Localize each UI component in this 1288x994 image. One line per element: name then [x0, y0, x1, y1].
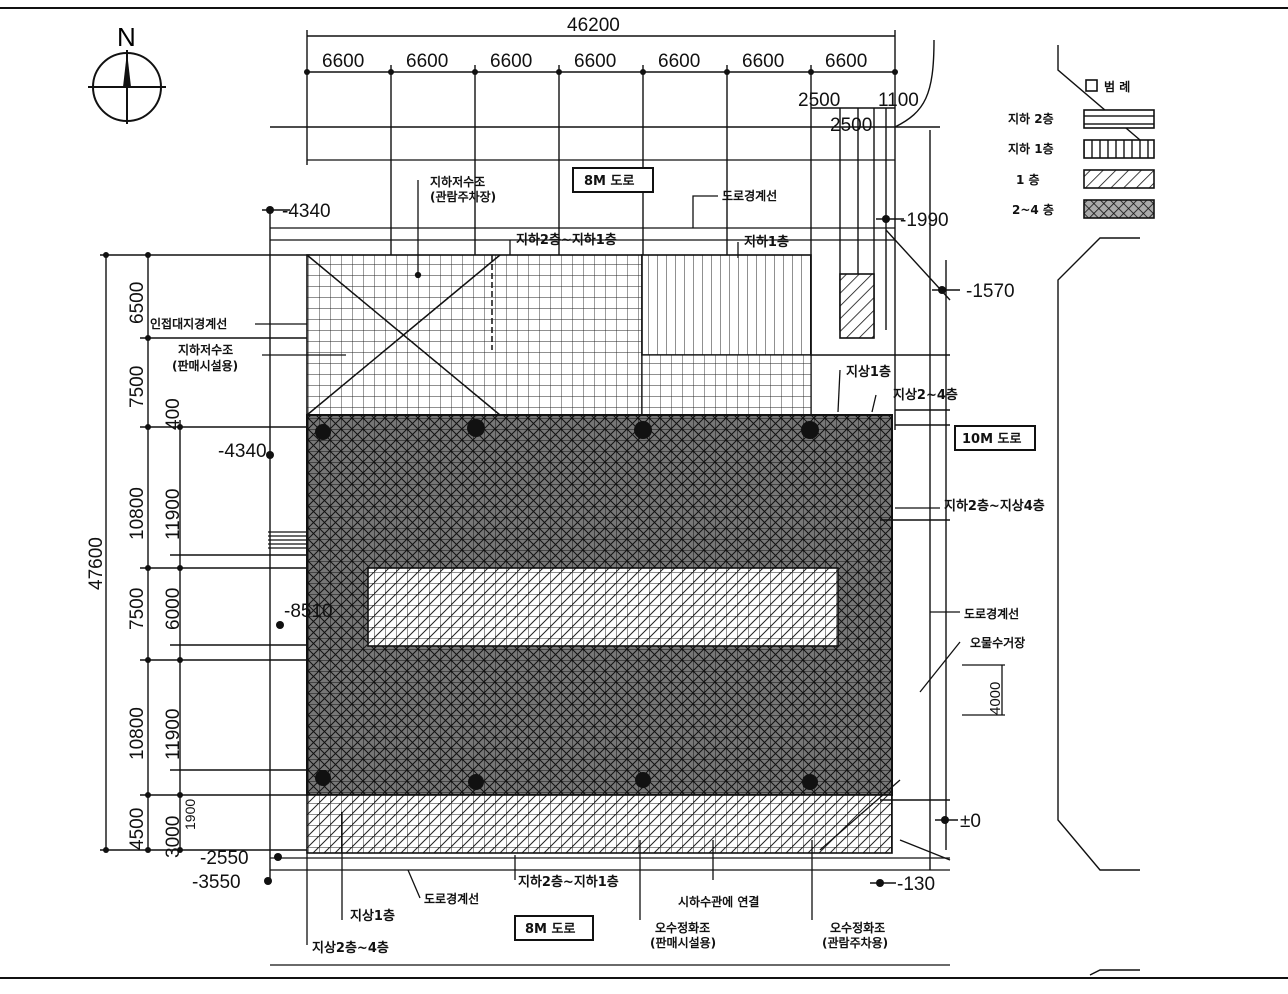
label-reservoir-top-sub: (관람주차장): [430, 189, 496, 204]
area-basement-upper-mid: [641, 354, 812, 416]
area-basement-2-upper: [306, 254, 643, 416]
legend-item-b2-label: 지하 2층: [1008, 111, 1054, 126]
level-right-b: -1570: [966, 281, 1015, 302]
legend-item-f1-label: 1 층: [1016, 172, 1040, 187]
dim-bay-1: 6600: [322, 51, 364, 72]
level-right-zero: ±0: [960, 811, 981, 832]
dim-left-outer-4: 7500: [127, 588, 148, 630]
reservoir-cross-b: [306, 254, 501, 416]
dim-left-inner-5: 1900: [182, 799, 198, 830]
label-adjacent-boundary: 인접대지경계선: [150, 316, 227, 331]
dim-bay-6: 6600: [742, 51, 784, 72]
area-inner-court: [367, 567, 839, 647]
dim-bay-5: 6600: [658, 51, 700, 72]
area-first-floor-block: [839, 273, 875, 339]
label-road-boundary-top: 도로경계선: [722, 188, 777, 203]
north-arrow: N: [88, 22, 166, 124]
north-letter: N: [117, 22, 136, 52]
top-dim-ticks: [304, 69, 898, 75]
level-right-top: -1990: [900, 210, 949, 231]
dim-bay-4: 6600: [574, 51, 616, 72]
label-septic-b-sub: (관람주차용): [822, 935, 888, 950]
left-dimension-chain: [100, 210, 310, 880]
bottom-road-lines: [270, 857, 950, 966]
legend-swatch-b2: [1083, 109, 1155, 129]
label-f2-4-bottom: 지상2층~4층: [312, 940, 389, 956]
dim-right-b: 1100: [878, 90, 919, 111]
dim-left-outer-5: 10800: [127, 707, 148, 760]
road-label-bottom: 8M 도로: [525, 922, 575, 937]
level-markers: [262, 206, 960, 887]
dim-left-outer-6: 4500: [127, 808, 148, 850]
level-bottom-a: -2550: [200, 848, 249, 869]
column-markers: [315, 419, 819, 790]
road-label-right: 10M 도로: [962, 432, 1022, 447]
label-septic-a-sub: (판매시설용): [650, 935, 716, 950]
label-reservoir-left-sub: (판매시설용): [172, 358, 238, 373]
label-reservoir-top: 지하저수조: [430, 174, 485, 189]
level-bottom-b: -3550: [192, 872, 241, 893]
label-sewer-tank: 오물수거장: [970, 635, 1025, 650]
label-b2-b1-bottom: 지하2층~지하1층: [518, 874, 619, 890]
road-label-top: 8M 도로: [584, 174, 634, 189]
label-sewer-connect: 시하수관에 연결: [678, 894, 759, 909]
road-box-right: [954, 425, 1036, 451]
road-box-top: [572, 167, 654, 193]
dim-total-width: 46200: [567, 15, 620, 36]
level-left-mid: -8510: [284, 601, 333, 622]
legend: 범 례 지하 2층 지하 1층 1 층 2~4 층: [1008, 79, 1155, 219]
area-basement-lower: [306, 794, 893, 854]
legend-swatch-f2-4: [1083, 199, 1155, 219]
legend-title: 범 례: [1104, 79, 1130, 94]
legend-marker: [1085, 79, 1098, 92]
dim-left-inner-3: 6000: [163, 588, 184, 630]
legend-item-f2-4-label: 2~4 층: [1012, 202, 1054, 217]
dim-right-a: 2500: [798, 90, 840, 111]
dim-bay-2: 6600: [406, 51, 448, 72]
dim-left-inner-4: 11900: [163, 709, 184, 760]
legend-item-b1-label: 지하 1층: [1008, 141, 1054, 156]
label-tank-dim: 4000: [987, 682, 1004, 715]
label-road-boundary-bottom: 도로경계선: [424, 891, 479, 906]
dim-left-inner-6: 3000: [163, 816, 184, 858]
level-right-bottom: -130: [897, 874, 935, 895]
label-road-boundary-right: 도로경계선: [964, 606, 1019, 621]
dim-left-inner-1: 400: [163, 398, 184, 430]
area-basement-1-upper: [641, 254, 812, 356]
top-road-lines: [270, 159, 895, 241]
label-septic-b: 오수정화조: [830, 920, 885, 935]
label-b1-top: 지하1층: [744, 234, 789, 250]
dim-left-outer-3: 10800: [127, 487, 148, 540]
level-top-left: -4340: [282, 201, 331, 222]
label-f2-4-right: 지상2~4층: [893, 387, 958, 403]
dim-left-outer-1: 6500: [127, 282, 148, 324]
legend-swatch-b1: [1083, 139, 1155, 159]
left-dim-ticks: [103, 252, 183, 853]
label-f1-bottom: 지상1층: [350, 908, 395, 924]
leader-lines: [255, 180, 1005, 945]
legend-swatch-f1: [1083, 169, 1155, 189]
dim-left-outer-2: 7500: [127, 366, 148, 408]
dim-right-c: 2500: [830, 115, 872, 136]
label-b2-f4: 지하2층~지상4층: [944, 498, 1045, 514]
dim-bay-7: 6600: [825, 51, 867, 72]
dim-total-height: 47600: [86, 537, 107, 590]
label-reservoir-left: 지하저수조: [178, 342, 233, 357]
level-mid-left: -4340: [218, 441, 267, 462]
road-box-bottom: [514, 915, 594, 941]
right-boundary-lines: [810, 45, 1141, 976]
stair-hatch: [268, 531, 307, 549]
label-septic-a: 오수정화조: [655, 920, 710, 935]
dim-left-inner-2: 11900: [163, 489, 184, 540]
label-f1-right: 지상1층: [846, 364, 891, 380]
dim-bay-3: 6600: [490, 51, 532, 72]
label-b2-b1-top: 지하2층~지하1층: [516, 232, 617, 248]
